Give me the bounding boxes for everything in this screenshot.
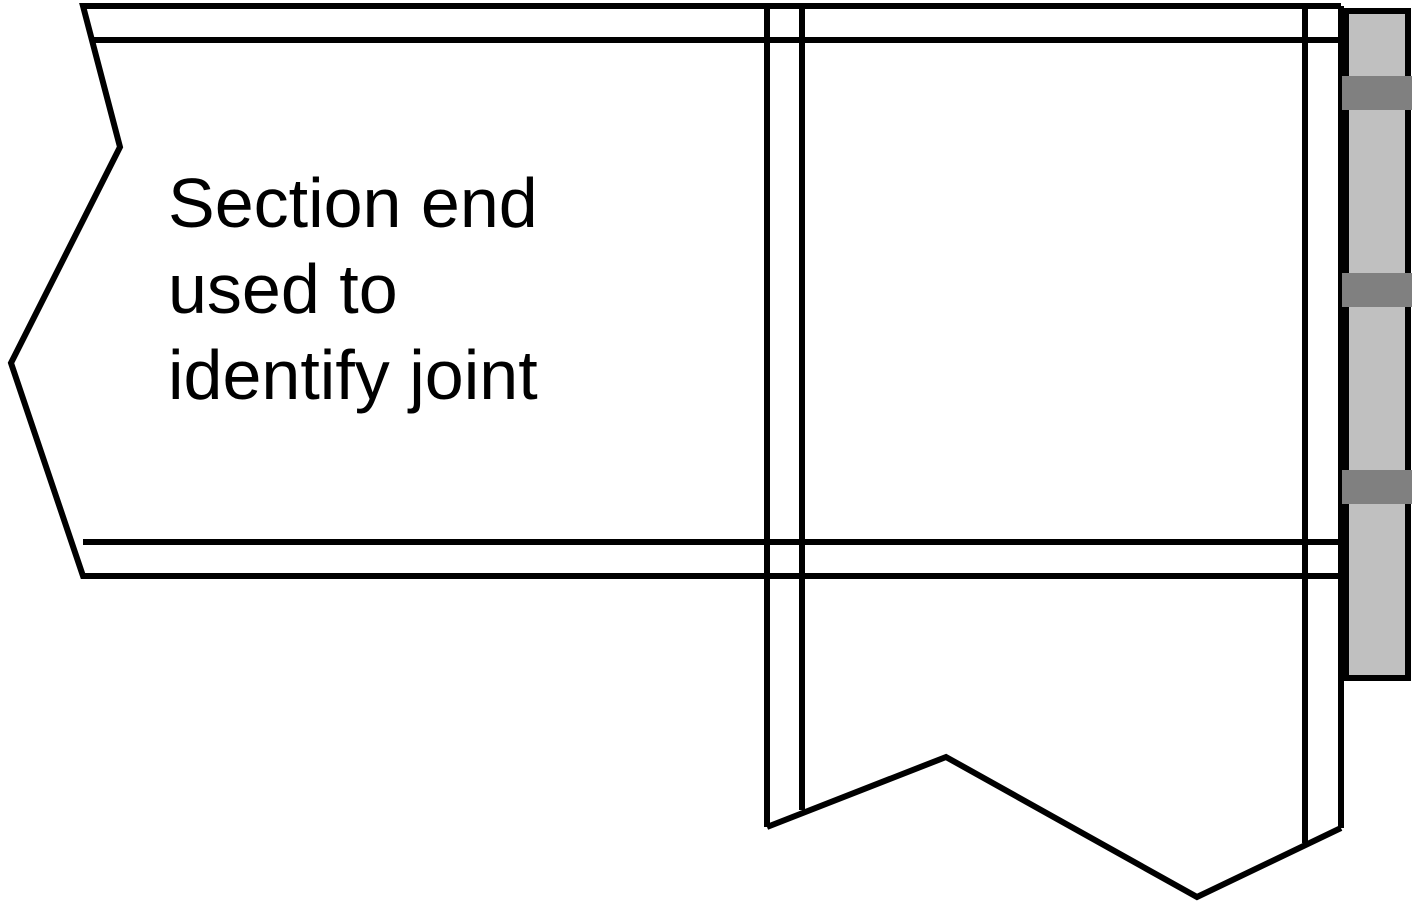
section-end-label: Section end used to identify joint <box>168 160 538 418</box>
bolt-bottom <box>1342 470 1412 504</box>
column-member <box>764 6 1344 901</box>
connection-plate <box>1342 8 1412 681</box>
bolt-middle <box>1342 273 1412 307</box>
column-section-break <box>765 753 1343 901</box>
label-line-1: Section end <box>168 164 538 242</box>
beam-section-break-outline <box>7 3 1341 579</box>
plate-body <box>1343 8 1411 681</box>
label-line-2: used to <box>168 250 398 328</box>
label-line-3: identify joint <box>168 336 538 414</box>
beam-member <box>7 3 1341 579</box>
bolt-top <box>1342 76 1412 110</box>
